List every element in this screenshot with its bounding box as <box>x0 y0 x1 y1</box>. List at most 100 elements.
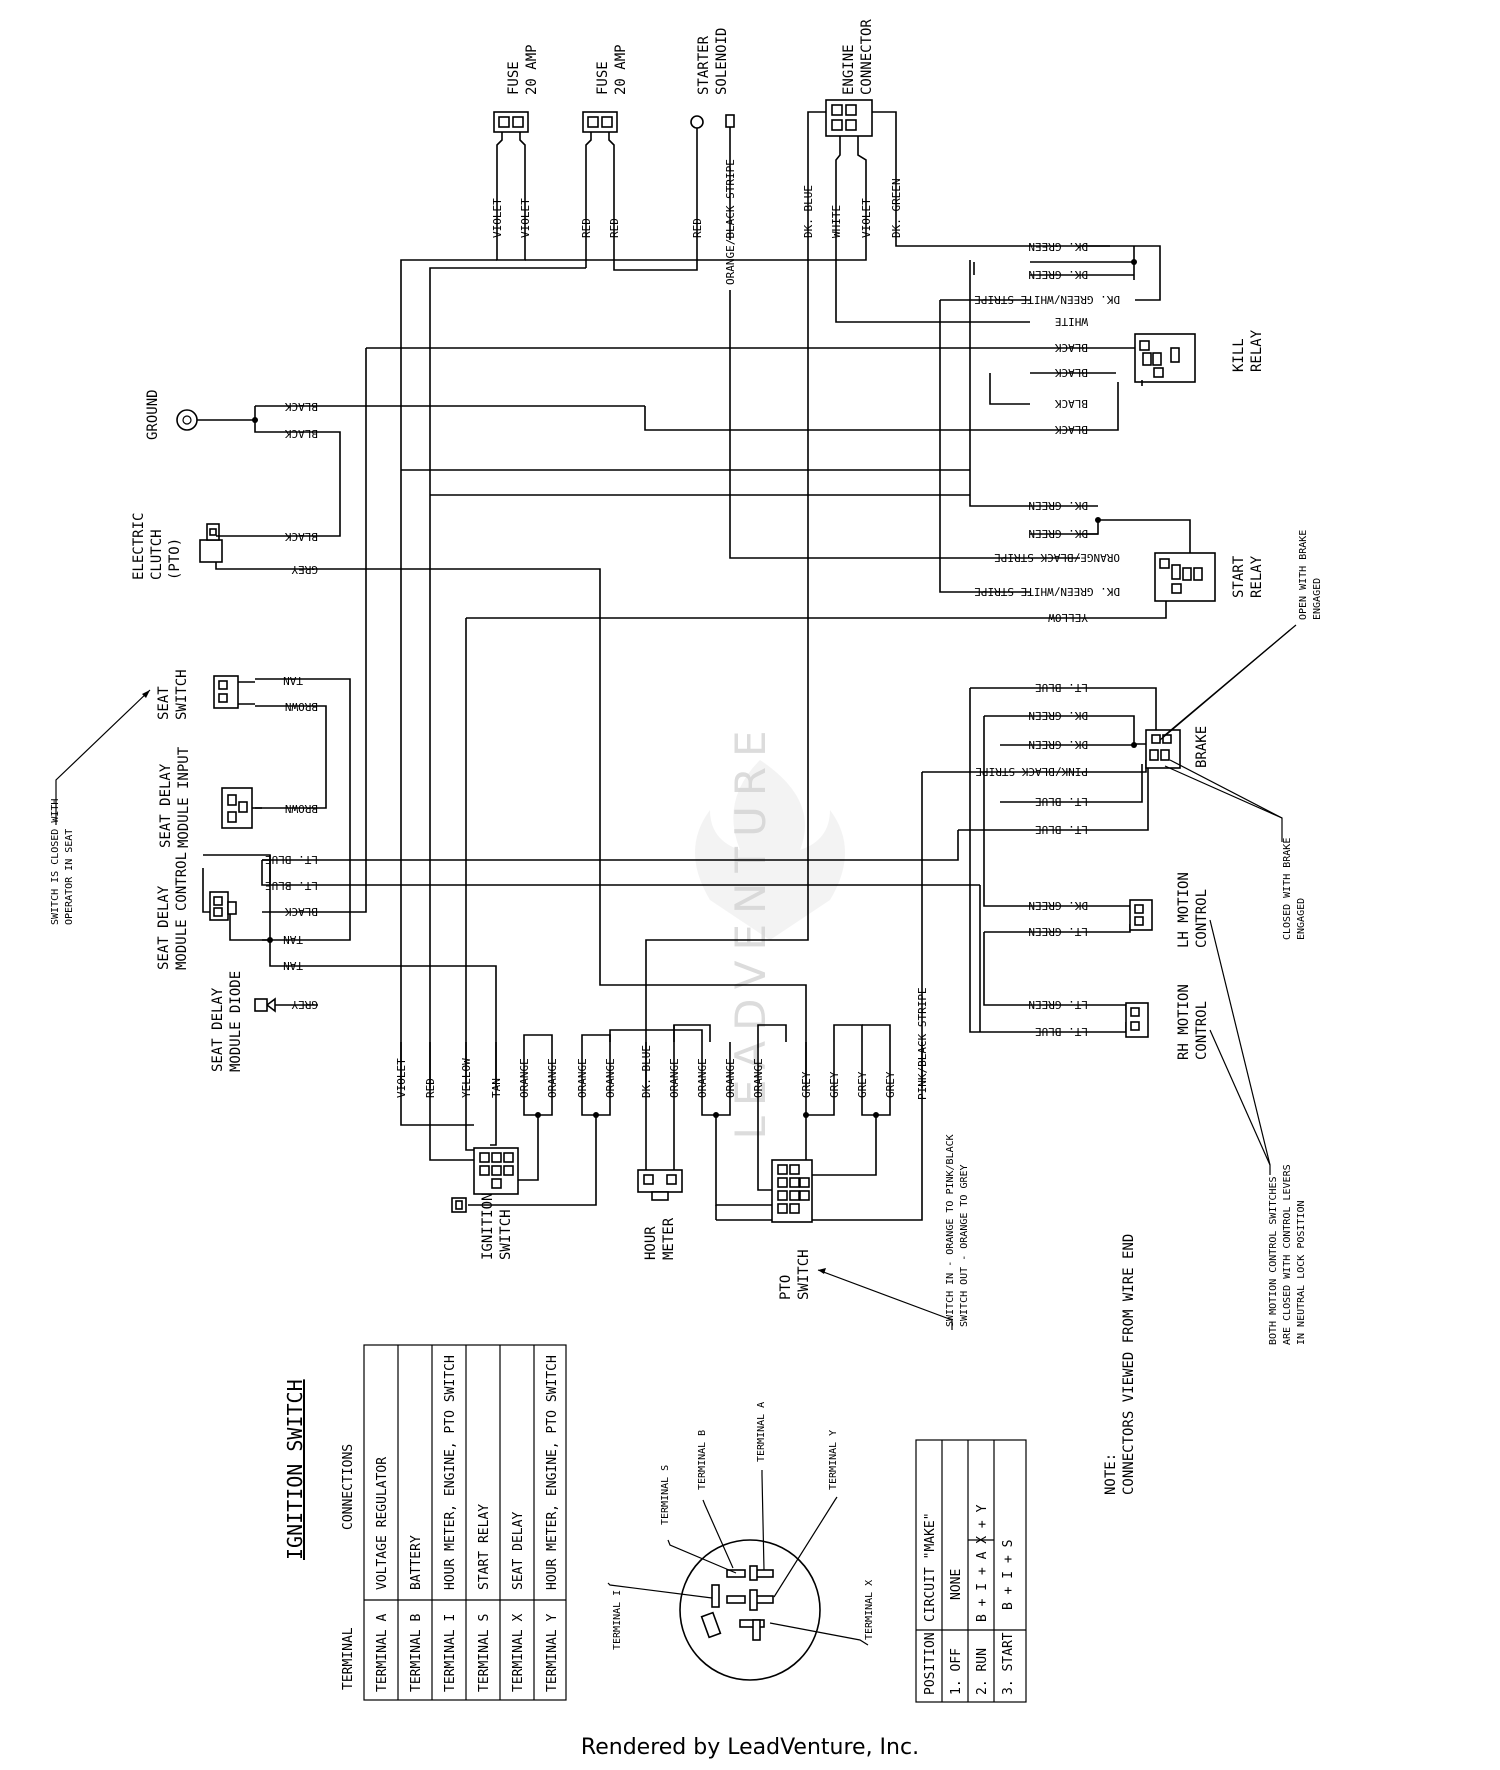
seat-delay-module-input[interactable]: SEAT DELAY MODULE INPUT <box>158 746 262 848</box>
wiring-diagram: LEADVENTURE FUSE 20 AMP FUSE 20 AMP STAR… <box>50 19 1323 1703</box>
fuse-2-label: FUSE <box>595 61 611 95</box>
ignition-table-cell: TERMINAL S <box>477 1614 492 1692</box>
top-wire-label: ORANGE/BLACK STRIPE <box>724 159 737 285</box>
ignition-table-cell: TERMINAL A <box>375 1614 390 1692</box>
hour-meter-label-2: METER <box>661 1217 677 1260</box>
bottom-wire-label: ORANGE <box>576 1058 589 1098</box>
bottom-wire-label: GREY <box>856 1071 869 1098</box>
terminal-label-s: TERMINAL S <box>660 1465 671 1525</box>
ignition-table-cell: VOLTAGE REGULATOR <box>375 1457 390 1590</box>
seat-diode-wire-label: GREY <box>291 998 318 1011</box>
brake-wire-label: DK. GREEN <box>1028 709 1088 722</box>
lh-motion-control-label: LH MOTION <box>1176 872 1192 948</box>
kill-relay-label: KILL <box>1231 338 1247 372</box>
position-table-cell: 2. RUN <box>975 1648 990 1695</box>
ignition-switch-label-2: SWITCH <box>498 1209 514 1260</box>
kill-relay[interactable]: KILL RELAY <box>1134 329 1265 386</box>
terminal-label-x: TERMINAL X <box>864 1580 875 1640</box>
bottom-wire-label: ORANGE <box>546 1058 559 1098</box>
seat-delay-input-label: SEAT DELAY <box>158 763 174 848</box>
ignition-table-cell: TERMINAL B <box>409 1614 424 1692</box>
ignition-switch-connector[interactable]: IGNITION SWITCH <box>451 1147 519 1260</box>
rh-motion-control-label-2: CONTROL <box>1194 1001 1210 1060</box>
brake-wire-label: DK. GREEN <box>1028 738 1088 751</box>
engine-connector-label: ENGINE <box>841 44 857 95</box>
bottom-wire-label: ORANGE <box>604 1058 617 1098</box>
position-table-header: CIRCUIT "MAKE" <box>923 1512 938 1622</box>
kill-wire-label: DK. GREEN/WHITE STRIPE <box>974 293 1120 306</box>
bottom-wire-label: VIOLET <box>395 1058 408 1098</box>
starter-solenoid-label: STARTER <box>696 35 712 95</box>
seat-switch-label: SEAT <box>156 686 172 720</box>
position-table-header: POSITION <box>923 1632 938 1695</box>
ground-wire-label: BLACK <box>285 400 318 413</box>
kill-wire-label: BLACK <box>1055 423 1088 436</box>
kill-relay-label-2: RELAY <box>1249 329 1265 372</box>
bottom-wire-label: ORANGE <box>696 1058 709 1098</box>
seat-control-wire-label: LT. BLUE <box>265 879 318 892</box>
seat-input-wire-label: BROWN <box>285 802 318 815</box>
bottom-wire-label: ORANGE <box>518 1058 531 1098</box>
position-table: POSITION CIRCUIT "MAKE" 1. OFF NONE 2. R… <box>915 1439 1027 1703</box>
ignition-switch-label: IGNITION <box>480 1193 496 1260</box>
ignition-table-header-connections: CONNECTIONS <box>341 1444 356 1530</box>
seat-delay-module-control[interactable]: SEAT DELAY MODULE CONTROL <box>156 852 237 970</box>
start-relay[interactable]: START RELAY <box>1154 552 1265 602</box>
watermark-text: LEADVENTURE <box>726 720 775 1139</box>
start-wire-label: YELLOW <box>1048 611 1088 624</box>
right-wire-labels: DK. GREEN DK. GREEN DK. GREEN/WHITE STRI… <box>974 240 1120 1038</box>
engine-connector[interactable]: ENGINE CONNECTOR <box>807 19 897 240</box>
ignition-table-cell: TERMINAL I <box>443 1614 458 1692</box>
electric-clutch-label-3: (PTO) <box>167 538 183 580</box>
left-wire-labels: BLACK BLACK BLACK GREY TAN BROWN BROWN L… <box>265 400 318 1011</box>
bottom-wire-label: GREY <box>800 1071 813 1098</box>
position-table-cell: 3. START <box>1001 1632 1016 1695</box>
rh-motion-control-label: RH MOTION <box>1176 984 1192 1060</box>
fuse-2[interactable]: FUSE 20 AMP <box>582 44 629 240</box>
electric-clutch-label: ELECTRIC <box>131 513 147 580</box>
watermark: LEADVENTURE <box>726 720 775 1139</box>
bottom-wire-label: TAN <box>490 1078 503 1098</box>
note-pto: SWITCH IN - ORANGE TO PINK/BLACK SWITCH … <box>817 1134 970 1330</box>
ground-terminal[interactable]: GROUND <box>145 389 341 537</box>
bottom-wire-label: GREY <box>828 1071 841 1098</box>
kill-wire-label: BLACK <box>1055 397 1088 410</box>
fuse-1-label: FUSE <box>506 61 522 95</box>
lh-motion-control[interactable]: LH MOTION CONTROL <box>1129 872 1210 948</box>
hour-meter-label: HOUR <box>643 1226 659 1260</box>
clutch-wire-label: GREY <box>291 563 318 576</box>
note-connectors-line-2: CONNECTORS VIEWED FROM WIRE END <box>1121 1234 1137 1495</box>
kill-wire-label: BLACK <box>1055 366 1088 379</box>
bottom-wire-label: ORANGE <box>752 1058 765 1098</box>
ignition-table-cell: TERMINAL Y <box>545 1614 560 1692</box>
brake-switch[interactable]: BRAKE <box>1145 726 1210 769</box>
ignition-table-cell: HOUR METER, ENGINE, PTO SWITCH <box>545 1355 560 1590</box>
lh-wire-label: DK. GREEN <box>1028 899 1088 912</box>
pto-switch[interactable]: PTO SWITCH <box>771 1159 813 1300</box>
start-relay-label-2: RELAY <box>1249 555 1265 598</box>
terminal-label-y: TERMINAL Y <box>828 1430 839 1490</box>
seat-delay-module-diode[interactable]: SEAT DELAY MODULE DIODE <box>210 971 276 1072</box>
pto-switch-label: PTO <box>778 1275 794 1300</box>
kill-wire-label: WHITE <box>1055 315 1088 328</box>
ground-label: GROUND <box>145 389 161 440</box>
pto-switch-label-2: SWITCH <box>796 1249 812 1300</box>
top-wire-label: RED <box>580 218 593 238</box>
electric-clutch[interactable]: ELECTRIC CLUTCH (PTO) <box>131 513 255 580</box>
top-wire-label: VIOLET <box>519 198 532 238</box>
bottom-wire-label: DK. BLUE <box>640 1045 653 1098</box>
ignition-switch-face: TERMINAL I TERMINAL S TERMINAL B TERMINA… <box>607 1402 875 1681</box>
seat-control-wire-label: BLACK <box>285 905 318 918</box>
fuse-2-rating: 20 AMP <box>613 44 629 95</box>
watermark-flame-icon <box>695 760 845 940</box>
top-wire-labels: VIOLET VIOLET RED RED RED ORANGE/BLACK S… <box>491 159 903 285</box>
start-relay-label: START <box>1231 555 1247 598</box>
starter-solenoid[interactable]: STARTER SOLENOID <box>690 28 735 240</box>
note-seat-switch-line-1: SWITCH IS CLOSED WITH <box>50 799 61 925</box>
hour-meter[interactable]: HOUR METER <box>637 1169 683 1260</box>
rh-motion-control[interactable]: RH MOTION CONTROL <box>1125 984 1210 1060</box>
seat-switch[interactable]: SEAT SWITCH <box>156 669 255 720</box>
top-wire-label: VIOLET <box>491 198 504 238</box>
fuse-1[interactable]: FUSE 20 AMP <box>493 44 540 240</box>
terminal-label-i: TERMINAL I <box>612 1590 623 1650</box>
